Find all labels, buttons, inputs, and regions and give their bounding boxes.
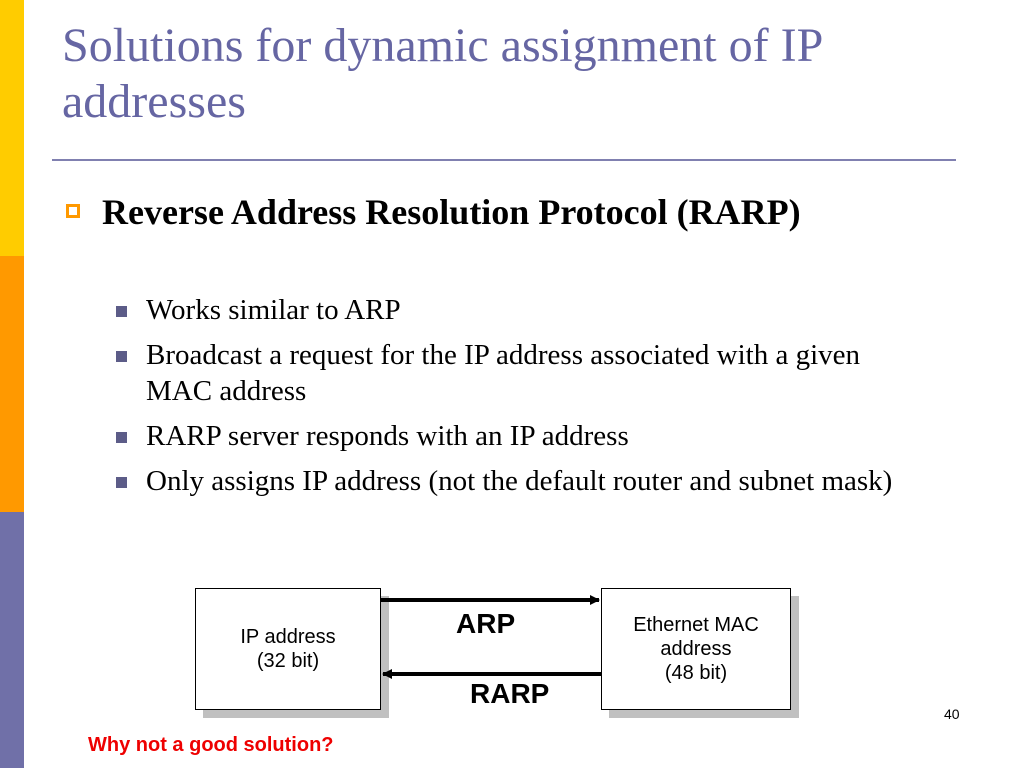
sub-bullet-item: RARP server responds with an IP address	[116, 418, 896, 454]
sub-bullet-text: RARP server responds with an IP address	[146, 420, 629, 452]
main-bullet: Reverse Address Resolution Protocol (RAR…	[66, 190, 900, 234]
question-text: Why not a good solution?	[88, 734, 334, 756]
page-number: 40	[944, 706, 960, 722]
arp-label: ARP	[456, 608, 516, 639]
sub-bullet-list: Works similar to ARP Broadcast a request…	[116, 292, 896, 508]
hollow-square-bullet-icon	[66, 204, 80, 218]
filled-square-bullet-icon	[116, 477, 127, 488]
main-bullet-text: Reverse Address Resolution Protocol (RAR…	[102, 192, 801, 232]
sub-bullet-text: Works similar to ARP	[146, 294, 401, 326]
sub-bullet-item: Broadcast a request for the IP address a…	[116, 337, 896, 409]
ip-address-box-label: IP address (32 bit)	[240, 626, 336, 672]
arp-rarp-arrows	[381, 595, 601, 679]
title-divider	[52, 159, 956, 161]
filled-square-bullet-icon	[116, 306, 127, 317]
side-stripe-yellow	[0, 0, 24, 256]
mac-address-box: Ethernet MAC address (48 bit)	[601, 588, 791, 710]
side-stripe-purple	[0, 512, 24, 768]
sub-bullet-text: Only assigns IP address (not the default…	[146, 465, 893, 497]
filled-square-bullet-icon	[116, 351, 127, 362]
slide-title: Solutions for dynamic assignment of IP a…	[62, 19, 822, 128]
rarp-label: RARP	[470, 678, 550, 709]
mac-address-box-label: Ethernet MAC address (48 bit)	[633, 614, 759, 684]
side-stripe-orange	[0, 256, 24, 512]
ip-address-box: IP address (32 bit)	[195, 588, 381, 710]
sub-bullet-item: Only assigns IP address (not the default…	[116, 463, 896, 499]
filled-square-bullet-icon	[116, 432, 127, 443]
sub-bullet-text: Broadcast a request for the IP address a…	[146, 339, 861, 407]
sub-bullet-item: Works similar to ARP	[116, 292, 896, 328]
